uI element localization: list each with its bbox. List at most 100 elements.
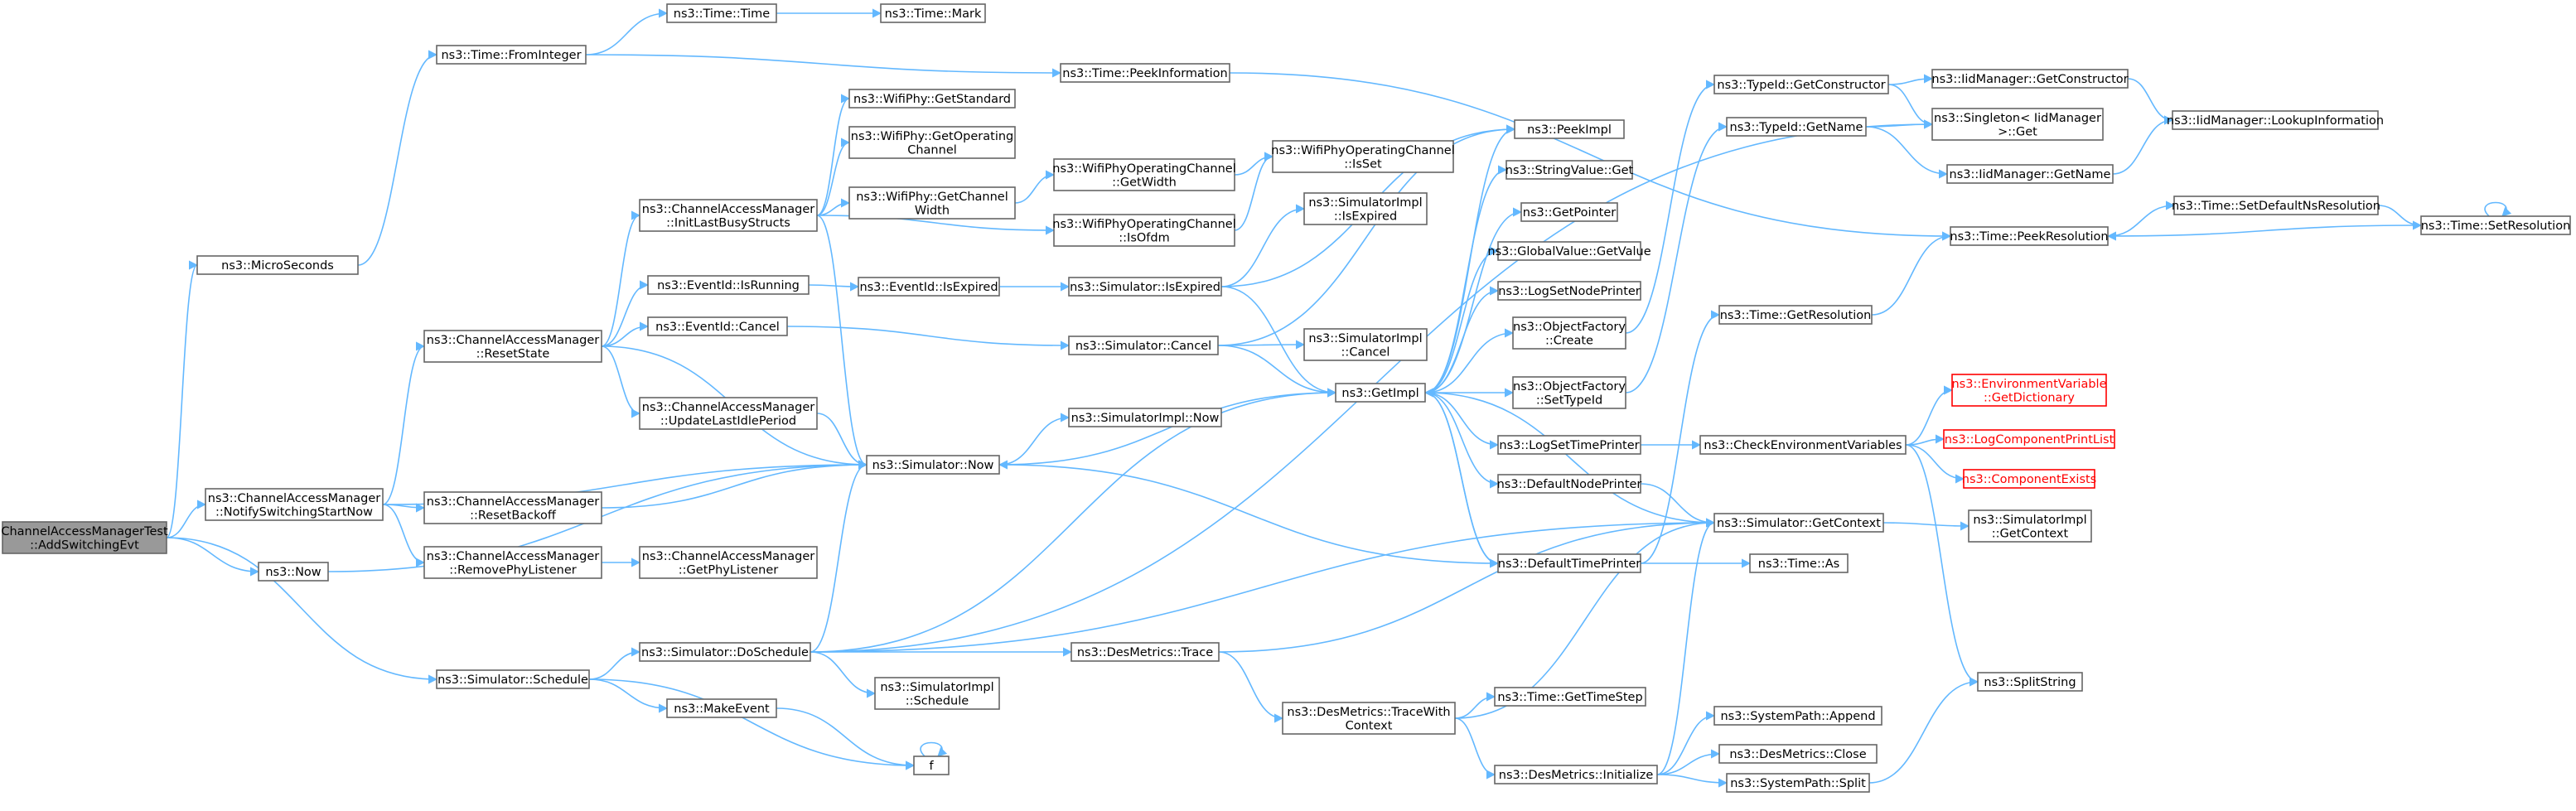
node-get-time-step[interactable]: ns3::Time::GetTimeStep: [1494, 687, 1646, 707]
edge-type-id-get-name-to-iid-get-name: [1865, 126, 1949, 179]
node-box: [2, 521, 167, 554]
node-singleton-get[interactable]: ns3::Singleton< IidManager>::Get: [1931, 108, 2104, 141]
edge-peek-information-to-peek-resolution: [1229, 72, 1952, 241]
node-reset-backoff[interactable]: ns3::ChannelAccessManager::ResetBackoff: [423, 491, 602, 524]
node-box: [1071, 642, 1220, 662]
node-event-is-expired[interactable]: ns3::EventId::IsExpired: [858, 277, 1000, 297]
node-microseconds[interactable]: ns3::MicroSeconds: [196, 255, 359, 275]
node-sim-impl-cancel[interactable]: ns3::SimulatorImpl::Cancel: [1303, 328, 1428, 361]
edge-des-initialize-to-des-close: [1656, 749, 1721, 775]
node-box: [1718, 305, 1873, 325]
edge-default-time-printer-to-sim-now: [998, 460, 1499, 564]
node-box: [666, 698, 777, 718]
node-wpoc-is-set[interactable]: ns3::WifiPhyOperatingChannel::IsSet: [1271, 140, 1455, 173]
node-update-last-idle[interactable]: ns3::ChannelAccessManager::UpdateLastIdl…: [639, 397, 818, 430]
node-get-standard[interactable]: ns3::WifiPhy::GetStandard: [848, 89, 1016, 109]
node-sim-is-expired[interactable]: ns3::Simulator::IsExpired: [1068, 277, 1222, 297]
node-sim-impl-schedule[interactable]: ns3::SimulatorImpl::Schedule: [874, 677, 1000, 710]
node-iid-lookup[interactable]: ns3::IidManager::LookupInformation: [2167, 110, 2384, 130]
edge-reset-state-to-init-last-busy: [601, 210, 641, 347]
edge-get-channel-width-to-wpoc-get-width: [1014, 170, 1056, 204]
node-default-node-printer[interactable]: ns3::DefaultNodePrinter: [1497, 474, 1642, 494]
node-time-as[interactable]: ns3::Time::As: [1749, 553, 1849, 573]
node-f[interactable]: f: [913, 755, 950, 775]
node-get-impl[interactable]: ns3::GetImpl: [1335, 383, 1426, 403]
node-peek-impl[interactable]: ns3::PeekImpl: [1514, 119, 1625, 139]
node-label: ::Cancel: [1341, 345, 1390, 359]
node-sim-cancel[interactable]: ns3::Simulator::Cancel: [1068, 336, 1219, 355]
node-reset-state[interactable]: ns3::ChannelAccessManager::ResetState: [423, 330, 602, 363]
node-sim-impl-now[interactable]: ns3::SimulatorImpl::Now: [1068, 408, 1222, 427]
node-root[interactable]: ChannelAccessManagerTest::AddSwitchingEv…: [1, 521, 168, 554]
edge-trace-with-context-to-sim-get-context: [1454, 518, 1716, 719]
node-obj-factory-create[interactable]: ns3::ObjectFactory::Create: [1512, 316, 1626, 350]
node-from-integer[interactable]: ns3::Time::FromInteger: [436, 45, 587, 65]
node-global-value-get[interactable]: ns3::GlobalValue::GetValue: [1487, 241, 1651, 261]
node-set-resolution[interactable]: ns3::Time::SetResolution: [2420, 215, 2571, 235]
node-sim-impl-get-context[interactable]: ns3::SimulatorImpl::GetContext: [1968, 509, 2092, 543]
node-log-set-time-printer[interactable]: ns3::LogSetTimePrinter: [1497, 435, 1641, 455]
node-sim-impl-is-expired[interactable]: ns3::SimulatorImpl::IsExpired: [1303, 192, 1428, 225]
node-des-trace[interactable]: ns3::DesMetrics::Trace: [1071, 642, 1220, 662]
node-event-cancel[interactable]: ns3::EventId::Cancel: [647, 316, 788, 336]
node-split-string[interactable]: ns3::SplitString: [1977, 672, 2083, 692]
node-des-initialize[interactable]: ns3::DesMetrics::Initialize: [1494, 765, 1658, 784]
node-now[interactable]: ns3::Now: [258, 562, 329, 582]
node-label: ChannelAccessManagerTest: [1, 525, 168, 538]
node-box: [1497, 553, 1641, 573]
node-do-schedule[interactable]: ns3::Simulator::DoSchedule: [639, 642, 811, 662]
node-sim-get-context[interactable]: ns3::Simulator::GetContext: [1713, 513, 1884, 533]
node-get-phy-listener[interactable]: ns3::ChannelAccessManager::GetPhyListene…: [639, 546, 818, 579]
node-label: ns3::DefaultNodePrinter: [1497, 478, 1642, 491]
node-event-is-running[interactable]: ns3::EventId::IsRunning: [647, 275, 810, 295]
node-sys-split[interactable]: ns3::SystemPath::Split: [1726, 773, 1870, 793]
node-label: ns3::LogComponentPrintList: [1945, 433, 2114, 447]
node-notify-switching[interactable]: ns3::ChannelAccessManager::NotifySwitchi…: [205, 488, 384, 521]
node-label: ns3::TypeId::GetConstructor: [1717, 79, 1885, 92]
node-type-id-get-constructor[interactable]: ns3::TypeId::GetConstructor: [1713, 75, 1889, 94]
node-iid-get-constructor[interactable]: ns3::IidManager::GetConstructor: [1931, 69, 2129, 89]
node-log-comp-print-list[interactable]: ns3::LogComponentPrintList: [1943, 429, 2115, 449]
node-box: [639, 546, 818, 579]
node-time-time[interactable]: ns3::Time::Time: [666, 3, 777, 23]
node-box: [1718, 744, 1878, 764]
node-make-event[interactable]: ns3::MakeEvent: [666, 698, 777, 718]
edge-schedule-to-f: [588, 678, 916, 770]
node-obj-factory-set-type-id[interactable]: ns3::ObjectFactory::SetTypeId: [1512, 376, 1626, 409]
node-label: ns3::Time::SetDefaultNsResolution: [2172, 200, 2380, 213]
edge-des-initialize-to-sim-get-context: [1656, 518, 1716, 775]
node-box: [880, 3, 986, 23]
node-box: [913, 755, 950, 775]
node-env-get-dict[interactable]: ns3::EnvironmentVariable::GetDictionary: [1951, 374, 2107, 407]
node-iid-get-name[interactable]: ns3::IidManager::GetName: [1946, 164, 2114, 184]
node-peek-resolution[interactable]: ns3::Time::PeekResolution: [1950, 226, 2109, 246]
node-string-value-get[interactable]: ns3::StringValue::Get: [1505, 160, 1634, 180]
node-des-close[interactable]: ns3::DesMetrics::Close: [1718, 744, 1878, 764]
node-get-pointer[interactable]: ns3::GetPointer: [1520, 202, 1618, 222]
node-label: ns3::WifiPhy::GetChannel: [856, 191, 1008, 204]
node-peek-information[interactable]: ns3::Time::PeekInformation: [1060, 63, 1230, 83]
node-component-exists[interactable]: ns3::ComponentExists: [1962, 469, 2097, 489]
node-label: ns3::ChannelAccessManager: [642, 550, 815, 563]
node-box: [1068, 408, 1222, 427]
node-time-get-resolution[interactable]: ns3::Time::GetResolution: [1718, 305, 1873, 325]
node-time-mark[interactable]: ns3::Time::Mark: [880, 3, 986, 23]
node-type-id-get-name[interactable]: ns3::TypeId::GetName: [1726, 117, 1867, 137]
node-default-time-printer[interactable]: ns3::DefaultTimePrinter: [1497, 553, 1641, 573]
node-wpoc-get-width[interactable]: ns3::WifiPhyOperatingChannel::GetWidth: [1052, 158, 1236, 191]
node-check-env-vars[interactable]: ns3::CheckEnvironmentVariables: [1699, 435, 1907, 455]
node-wpoc-is-ofdm[interactable]: ns3::WifiPhyOperatingChannel::IsOfdm: [1052, 214, 1236, 247]
node-schedule[interactable]: ns3::Simulator::Schedule: [436, 669, 590, 689]
node-sys-append[interactable]: ns3::SystemPath::Append: [1713, 706, 1882, 726]
node-log-set-node-printer[interactable]: ns3::LogSetNodePrinter: [1497, 281, 1641, 301]
node-set-default-ns-res[interactable]: ns3::Time::SetDefaultNsResolution: [2172, 196, 2380, 215]
node-init-last-busy[interactable]: ns3::ChannelAccessManager::InitLastBusyS…: [639, 199, 818, 232]
edge-root-to-now: [166, 537, 260, 577]
node-label: ns3::Time::PeekResolution: [1950, 230, 2108, 244]
node-sim-now[interactable]: ns3::Simulator::Now: [866, 455, 1000, 475]
node-remove-phy[interactable]: ns3::ChannelAccessManager::RemovePhyList…: [423, 546, 602, 579]
node-label: ns3::LogSetTimePrinter: [1499, 439, 1639, 452]
